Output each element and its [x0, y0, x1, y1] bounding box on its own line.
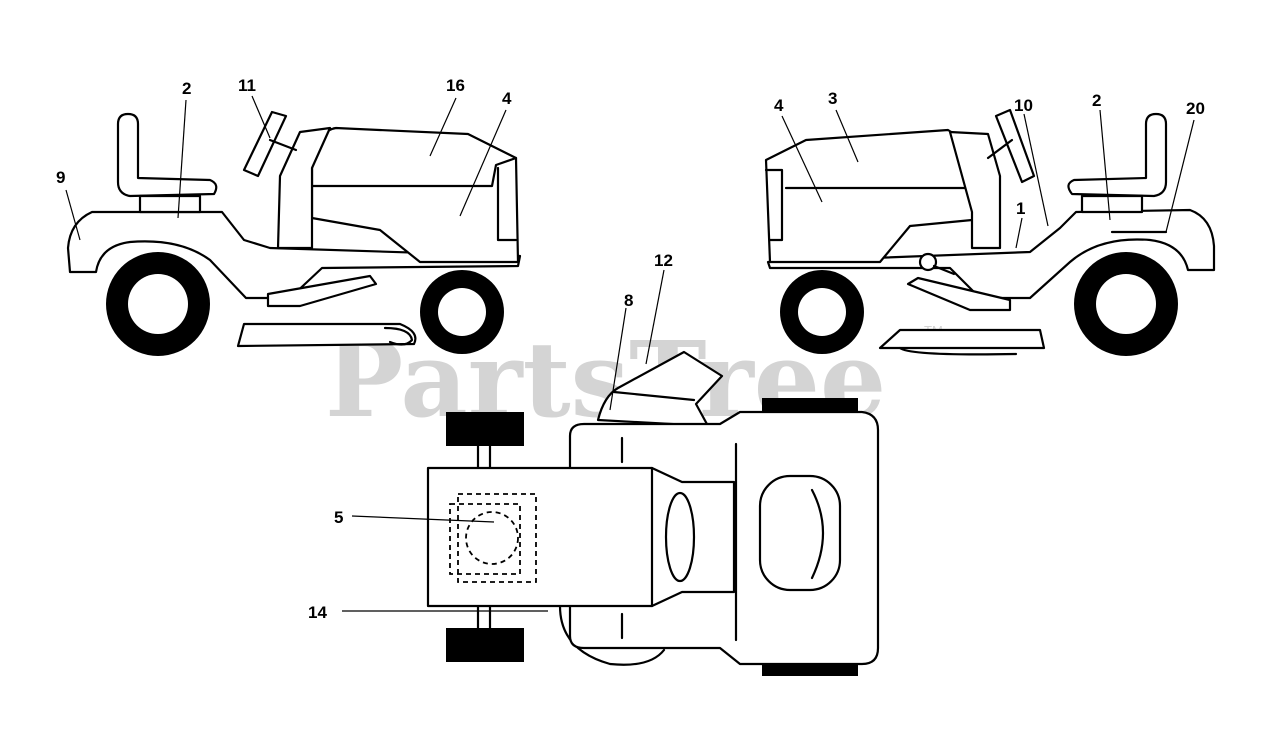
top-seat [758, 474, 842, 592]
top-steering-wheel [664, 491, 696, 583]
right-dash [948, 130, 1002, 250]
right-hood-grille [764, 168, 784, 242]
left-hood-line [310, 156, 518, 188]
left-steering-column [268, 138, 298, 152]
left-mower-deck [236, 322, 417, 348]
left-hood [310, 126, 520, 264]
right-mower-deck [878, 328, 1046, 350]
tractor-top-view: 12 8 5 14 [308, 251, 880, 676]
callout-20: 20 [1186, 99, 1205, 118]
top-deck-curve [558, 604, 666, 666]
callout-11: 11 [238, 76, 256, 95]
right-steering-column [986, 138, 1014, 160]
left-deck-chute [383, 326, 414, 346]
right-deck-lip [898, 346, 1018, 356]
callout-16: 16 [446, 76, 465, 95]
left-dash [276, 126, 332, 250]
left-tractor-side-view: 9 2 11 16 4 [56, 76, 522, 356]
right-steering-wheel [994, 108, 1036, 184]
callout-9: 9 [56, 168, 65, 187]
callout-8: 8 [624, 291, 633, 310]
callout-4-left: 4 [502, 89, 512, 108]
left-rear-fender [66, 210, 522, 300]
callout-10: 10 [1014, 96, 1033, 115]
callout-2-left: 2 [182, 79, 191, 98]
top-rear-wheel-lower [762, 662, 858, 676]
right-key-lever [932, 264, 956, 276]
top-rear-wheel-upper [762, 398, 858, 412]
callout-3: 3 [828, 89, 837, 108]
left-footrest [266, 274, 378, 308]
callout-1: 1 [1016, 199, 1025, 218]
top-engine-decal-circle [465, 511, 519, 565]
left-hood-grille [496, 166, 518, 242]
right-footrest [906, 276, 1012, 312]
left-seat-base [138, 194, 202, 214]
right-seat-base [1080, 194, 1144, 214]
right-seat [1067, 112, 1168, 198]
callout-2-right: 2 [1092, 91, 1101, 110]
callout-12: 12 [654, 251, 673, 270]
left-steering-wheel [242, 110, 288, 178]
right-tractor-side-view: 4 3 10 2 20 1 [764, 89, 1216, 356]
top-hood [426, 466, 736, 608]
top-engine-decal-area [457, 493, 537, 583]
callout-4-right: 4 [774, 96, 784, 115]
top-front-wheel-upper [446, 412, 524, 446]
right-key-knob [918, 252, 938, 272]
left-seat [116, 112, 218, 198]
right-rear-fender [766, 208, 1216, 300]
callout-14: 14 [308, 603, 327, 622]
callout-5: 5 [334, 508, 343, 527]
top-front-wheel-lower [446, 628, 524, 662]
